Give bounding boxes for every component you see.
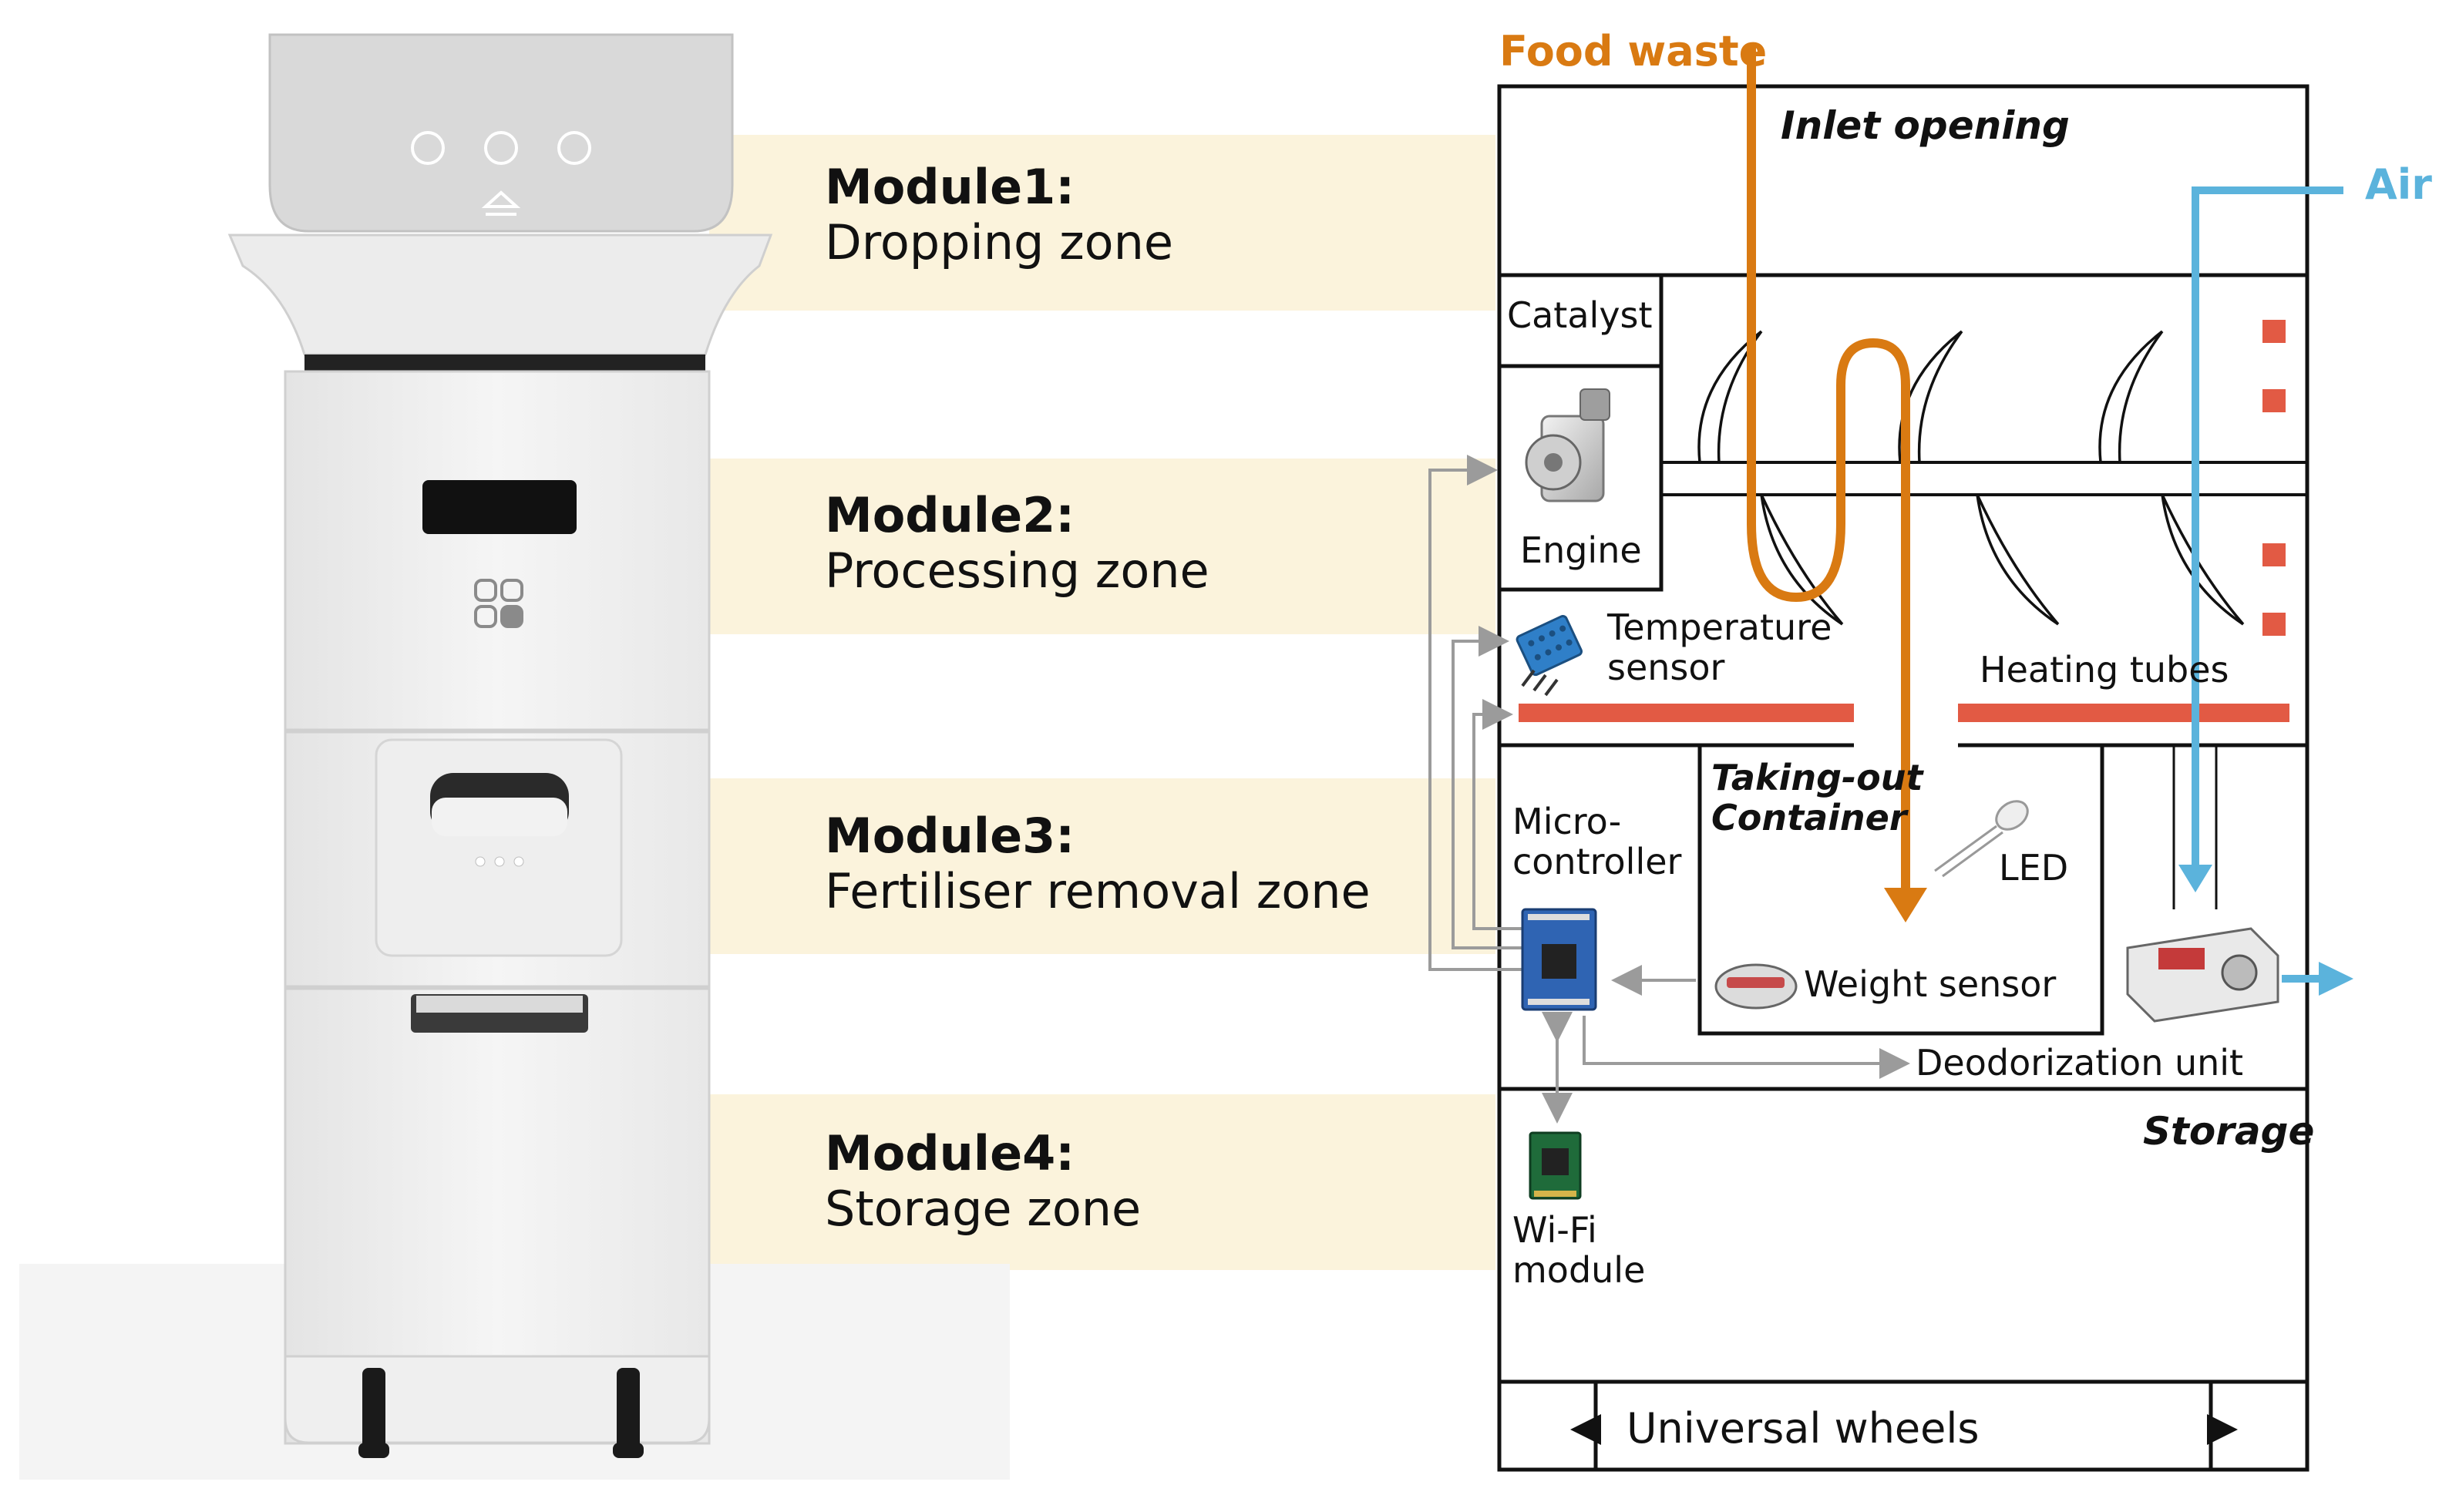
led-illustration bbox=[1934, 800, 2029, 878]
temperature-sensor-illustration bbox=[1516, 614, 1583, 697]
wire-engine bbox=[1428, 455, 1542, 971]
wire-heater bbox=[1472, 699, 1530, 930]
weight-sensor-illustration bbox=[1714, 963, 1798, 1010]
food-waste-arrowhead bbox=[1884, 888, 1927, 922]
funnel-rim bbox=[227, 234, 773, 356]
heater-square-4 bbox=[2262, 613, 2286, 636]
food-waste-path bbox=[1747, 46, 1910, 892]
deodorization-unit-label: Deodorization unit bbox=[1916, 1042, 2243, 1084]
air-flow bbox=[2192, 186, 2343, 983]
leaf-icon bbox=[411, 131, 445, 165]
temperature-sensor-label-1: Temperature bbox=[1606, 606, 1832, 648]
vent-grille bbox=[304, 354, 705, 371]
bowl-icon bbox=[484, 131, 518, 165]
module1-subtitle: Dropping zone bbox=[825, 214, 1173, 270]
lid-icons bbox=[411, 131, 591, 216]
module3-subtitle: Fertiliser removal zone bbox=[825, 863, 1371, 919]
wifi-module-illustration bbox=[1529, 1131, 1582, 1200]
schematic bbox=[1497, 84, 2309, 1472]
flower-icon bbox=[557, 131, 591, 165]
engine-label: Engine bbox=[1520, 529, 1642, 571]
microcontroller-label-1: Micro- bbox=[1512, 801, 1621, 842]
module2-band bbox=[709, 459, 1495, 634]
module4-title: Module4: bbox=[825, 1125, 1075, 1181]
led-label: LED bbox=[1999, 847, 2068, 889]
display-screen bbox=[422, 480, 577, 534]
air-label: Air bbox=[2365, 160, 2432, 209]
module-labels: Module1: Dropping zone Module2: Processi… bbox=[825, 159, 1371, 1237]
product-illustration bbox=[19, 33, 1010, 1480]
food-waste-label: Food waste bbox=[1499, 27, 1767, 76]
air-path bbox=[2192, 186, 2343, 869]
storage-label: Storage bbox=[2143, 1109, 2314, 1154]
brand-logo bbox=[474, 579, 523, 628]
deodorization-unit-illustration bbox=[2126, 927, 2279, 1023]
module4-subtitle: Storage zone bbox=[825, 1181, 1141, 1237]
module4-band bbox=[709, 1094, 1495, 1270]
wheel-box-right bbox=[2209, 1379, 2309, 1472]
heating-elements bbox=[1519, 320, 2289, 722]
wheel-box-left bbox=[1497, 1379, 1598, 1472]
microcontroller-label-2: controller bbox=[1512, 841, 1682, 882]
heater-bar-left bbox=[1519, 704, 1854, 722]
wire-deodorizer bbox=[1583, 1016, 1910, 1079]
inlet-opening-label: Inlet opening bbox=[1781, 103, 2070, 148]
air-arrowhead-out bbox=[2319, 962, 2353, 996]
eject-icon bbox=[481, 190, 521, 216]
heater-square-1 bbox=[2262, 320, 2286, 343]
microcontroller-illustration bbox=[1521, 908, 1597, 1011]
status-dots bbox=[475, 856, 524, 867]
fertiliser-drawer bbox=[375, 738, 623, 957]
wifi-label-2: module bbox=[1512, 1249, 1645, 1291]
drawer-handle-inner bbox=[432, 798, 567, 836]
air-arrowhead-down bbox=[2178, 865, 2212, 892]
engine-illustration bbox=[1525, 388, 1610, 502]
bin-body-upper bbox=[284, 370, 711, 731]
diagram-labels: Food waste Air Inlet opening Catalyst En… bbox=[1499, 27, 2432, 1453]
heater-square-2 bbox=[2262, 389, 2286, 412]
wire-temp-sensor bbox=[1452, 626, 1534, 949]
heater-square-3 bbox=[2262, 543, 2286, 566]
heating-tubes-label: Heating tubes bbox=[1980, 649, 2229, 690]
storage-handle-inner bbox=[416, 996, 583, 1013]
weight-sensor-label: Weight sensor bbox=[1804, 963, 2056, 1005]
universal-wheels-label: Universal wheels bbox=[1627, 1404, 1980, 1453]
wifi-label-1: Wi-Fi bbox=[1512, 1209, 1597, 1251]
heater-bar-right bbox=[1958, 704, 2289, 722]
schematic-frame bbox=[1497, 84, 2309, 1472]
bin-base bbox=[284, 1355, 711, 1444]
food-waste-flow bbox=[1747, 46, 1910, 892]
catalyst-label: Catalyst bbox=[1507, 294, 1653, 336]
module1-title: Module1: bbox=[825, 159, 1075, 215]
taking-out-label-1: Taking-out bbox=[1711, 757, 1924, 798]
signal-wiring bbox=[1428, 455, 1910, 1124]
auger-shaft bbox=[1660, 461, 2309, 496]
module3-title: Module3: bbox=[825, 808, 1075, 864]
module2-title: Module2: bbox=[825, 487, 1075, 543]
module1-band bbox=[709, 135, 1495, 311]
taking-out-label-2: Container bbox=[1711, 797, 1909, 838]
module2-subtitle: Processing zone bbox=[825, 543, 1209, 599]
temperature-sensor-label-2: sensor bbox=[1607, 647, 1725, 688]
module-bands bbox=[709, 135, 1495, 1270]
auger-blades bbox=[1697, 330, 2245, 626]
wheels bbox=[358, 1368, 644, 1458]
module3-band bbox=[709, 778, 1495, 954]
